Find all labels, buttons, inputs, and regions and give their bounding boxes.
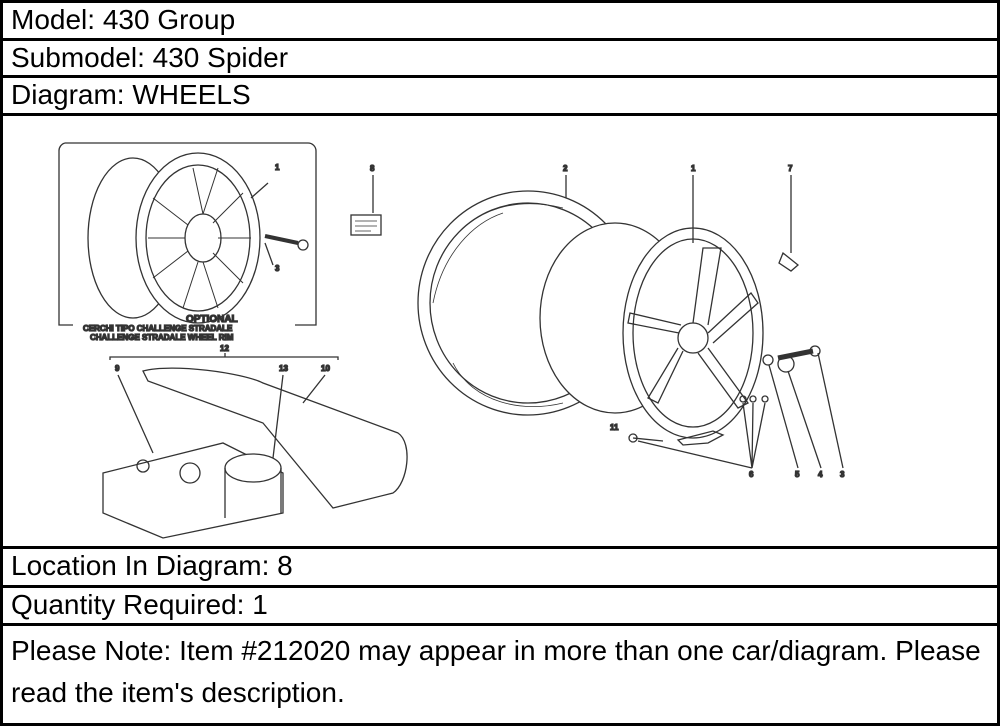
- callout-7: 7: [788, 164, 793, 173]
- callout-3a: 3: [275, 264, 280, 273]
- item-note: Please Note: Item #212020 may appear in …: [11, 635, 981, 708]
- callout-8: 8: [370, 164, 375, 173]
- callout-9: 9: [115, 364, 120, 373]
- model-row: Model: 430 Group: [3, 3, 997, 41]
- callout-6: 6: [749, 470, 754, 479]
- callout-5: 5: [795, 470, 800, 479]
- callout-1a: 1: [275, 163, 280, 172]
- location-row: Location In Diagram: 8: [3, 549, 997, 588]
- tyre-repair-kit-figure: [102, 367, 408, 539]
- optional-wheel-rim-figure: [58, 142, 317, 326]
- main-wheel-tyre-figure: [417, 190, 821, 446]
- callout-13: 13: [279, 364, 288, 373]
- callout-10: 10: [321, 364, 330, 373]
- callout-2: 2: [563, 164, 568, 173]
- optional-line-2: CHALLENGE STRADALE WHEEL RIM: [90, 333, 234, 342]
- submodel-row: Submodel: 430 Spider: [3, 41, 997, 78]
- optional-title: OPTIONAL: [186, 314, 238, 325]
- callout-4: 4: [818, 470, 823, 479]
- diagram-row: Diagram: WHEELS: [3, 78, 997, 116]
- callout-12: 12: [220, 344, 229, 353]
- callout-3b: 3: [840, 470, 845, 479]
- optional-line-1: CERCHI TIPO CHALLENGE STRADALE: [83, 324, 233, 333]
- callout-1b: 1: [691, 164, 696, 173]
- callout-11: 11: [610, 423, 619, 432]
- quantity-row: Quantity Required: 1: [3, 588, 997, 626]
- wheels-diagram: 1 3 OPTIONAL CERCHI TIPO CHALLENGE STRAD…: [3, 116, 997, 549]
- item-8-label-decal: [350, 214, 382, 236]
